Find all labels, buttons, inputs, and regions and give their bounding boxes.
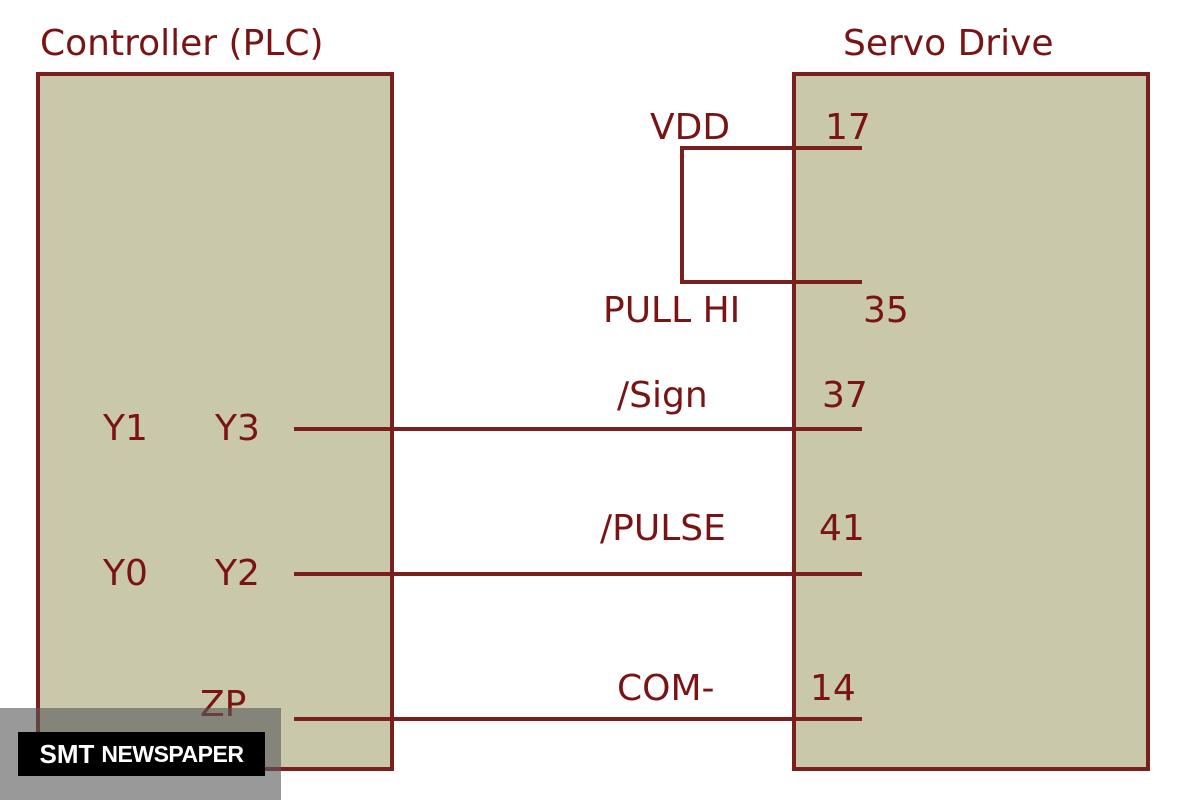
watermark-smt: SMT <box>39 738 95 769</box>
pin-number: 37 <box>822 375 868 416</box>
signal-label: /PULSE <box>600 508 726 549</box>
servo-drive-title: Servo Drive <box>843 23 1054 64</box>
pin-number: 41 <box>819 508 865 549</box>
pin-number: 14 <box>810 668 856 709</box>
pin-number: 35 <box>863 290 909 331</box>
watermark-newspaper: NEWSPAPER <box>101 740 244 767</box>
terminal-label: Y3 <box>215 408 260 449</box>
terminal-alt-label: Y1 <box>103 408 148 449</box>
pin-number: 17 <box>825 107 871 148</box>
controller-block <box>36 72 394 771</box>
controller-title: Controller (PLC) <box>40 23 324 64</box>
signal-label: PULL HI <box>603 290 741 331</box>
terminal-label: Y2 <box>215 553 260 594</box>
signal-label: COM- <box>617 668 715 709</box>
servo-drive-block <box>792 72 1150 771</box>
signal-label: /Sign <box>617 375 708 416</box>
terminal-alt-label: Y0 <box>103 553 148 594</box>
signal-label: VDD <box>650 107 731 148</box>
watermark-logo: SMT NEWSPAPER <box>18 732 265 776</box>
